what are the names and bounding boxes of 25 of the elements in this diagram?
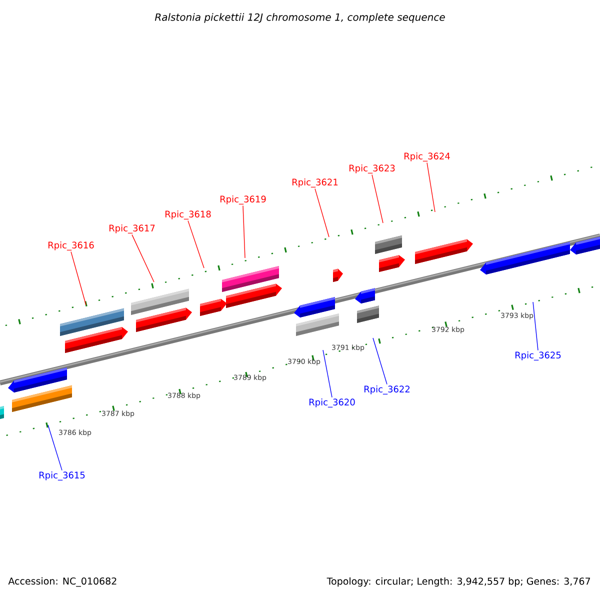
leader-line [132, 234, 154, 282]
leader-line [242, 205, 246, 258]
gene-label: Rpic_3622 [364, 386, 410, 394]
gene-label: Rpic_3623 [349, 164, 395, 174]
gene-label: Rpic_3619 [220, 196, 266, 204]
leader-line [314, 188, 330, 238]
leader-line [426, 162, 436, 212]
gene-label: Rpic_3624 [404, 152, 450, 162]
leader-line [372, 174, 384, 224]
leader-line [188, 220, 204, 268]
gene-label: Rpic_3620 [309, 398, 355, 408]
gene-label: Rpic_3616 [48, 242, 94, 250]
gene-label: Rpic_3617 [109, 224, 155, 234]
gene-label: Rpic_3618 [165, 210, 211, 220]
leader-line [322, 350, 332, 398]
title: Ralstonia pickettii 12J chromosome 1, complete sequence [154, 13, 445, 23]
leader-line [48, 424, 62, 471]
leader-line [372, 338, 388, 385]
leader-line [70, 251, 86, 306]
gene-label: Rpic_3621 [292, 178, 338, 188]
leader-line [532, 302, 538, 351]
gene-label: Rpic_3615 [39, 472, 85, 480]
gene-label: Rpic_3625 [515, 352, 561, 360]
accession-text: Accession: NC_010682 [8, 577, 116, 587]
genome-info-text: Topology: circular; Length: 3,942,557 bp; Genes: 3,767 [326, 577, 590, 587]
